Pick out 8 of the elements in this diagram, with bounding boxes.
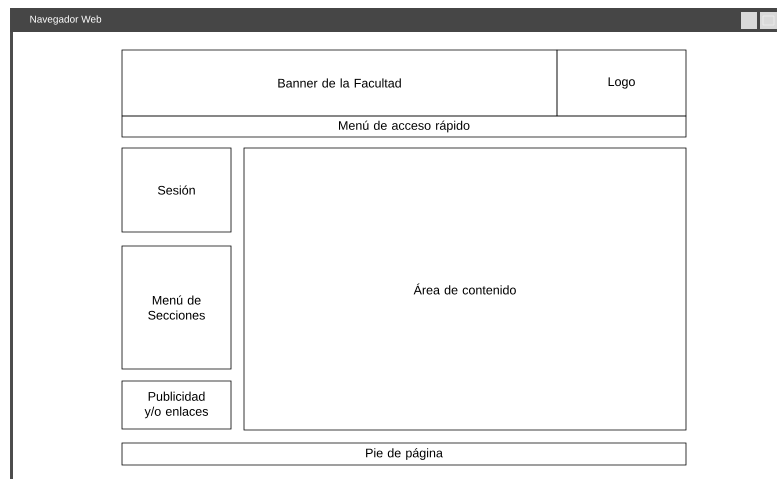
layout-box: Banner de la Facultad bbox=[122, 50, 558, 116]
layout-box: Logo bbox=[556, 50, 686, 116]
layout-box: Publicidad y/o enlaces bbox=[122, 380, 232, 430]
layout-box: Área de contenido bbox=[244, 148, 686, 430]
layout-box: Pie de página bbox=[122, 442, 686, 466]
layout-box: Menú de Secciones bbox=[122, 246, 232, 370]
layout-box: Sesión bbox=[122, 148, 232, 232]
layout-box: Menú de acceso rápido bbox=[122, 116, 686, 138]
